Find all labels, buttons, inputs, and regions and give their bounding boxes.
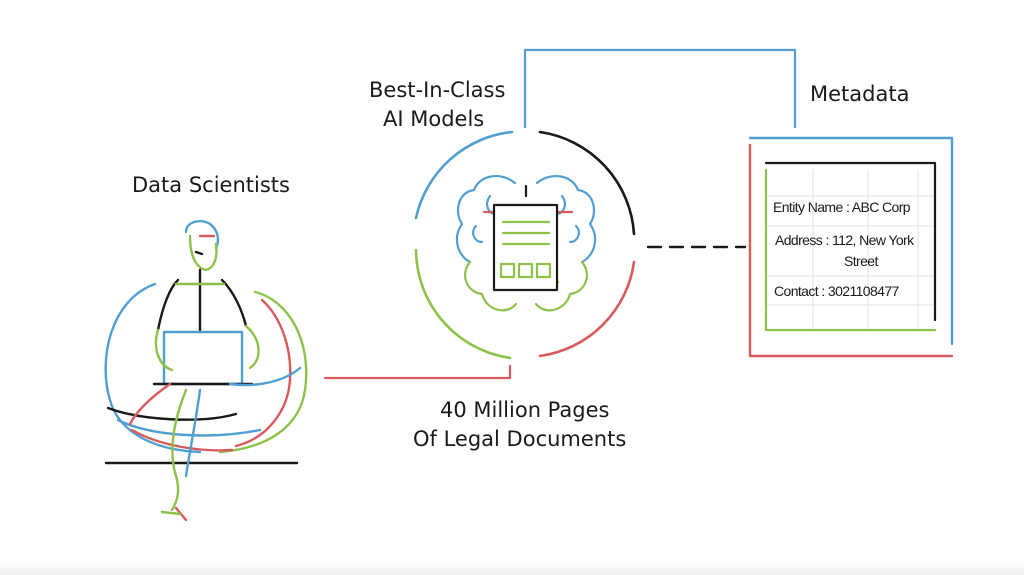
- pages-label-line2: Of Legal Documents: [413, 427, 627, 451]
- ai-models-label-line2: AI Models: [383, 107, 485, 131]
- metadata-address-line1: Address : 112, New York: [775, 232, 914, 248]
- bottom-edge-shade: [0, 560, 1024, 575]
- data-scientists-label: Data Scientists: [132, 173, 290, 197]
- metadata-contact: Contact : 3021108477: [774, 283, 899, 299]
- metadata-card-grid: [765, 169, 936, 331]
- data-scientist-illustration: [104, 220, 308, 522]
- connector-ai-to-metadata: [523, 48, 797, 129]
- pages-label-line1: 40 Million Pages: [440, 398, 610, 422]
- metadata-address-line2: Street: [844, 253, 878, 269]
- ai-models-label-line1: Best-In-Class: [369, 78, 506, 102]
- connectors: [323, 48, 797, 380]
- metadata-label: Metadata: [810, 82, 910, 106]
- metadata-entity-name: Entity Name : ABC Corp: [773, 199, 911, 215]
- document-icon: [482, 203, 574, 292]
- metadata-card: [748, 136, 954, 358]
- ai-models-circle: [414, 130, 636, 360]
- connector-person-to-ai: [323, 364, 512, 380]
